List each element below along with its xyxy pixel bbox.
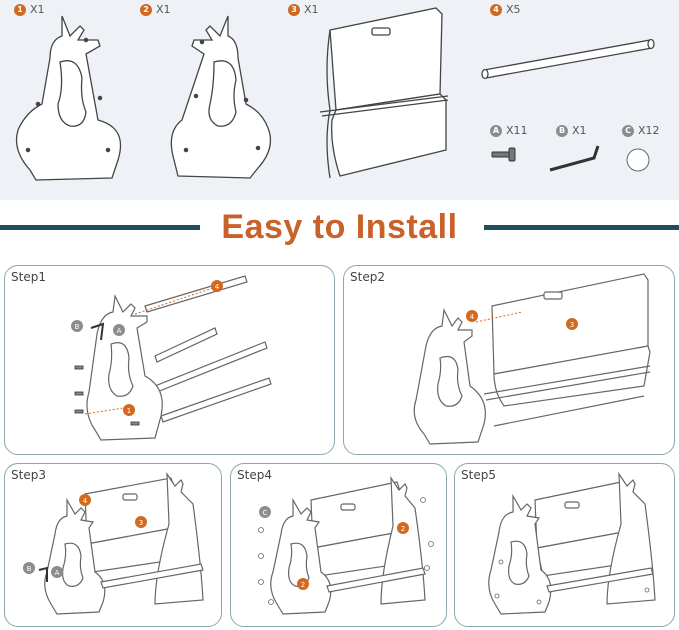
hardware-b-label: B X1 bbox=[556, 124, 587, 137]
part-1-kangaroo-panel bbox=[15, 15, 122, 181]
step-3-marker-4 bbox=[79, 494, 91, 506]
hardware-a-label: A X11 bbox=[490, 124, 528, 137]
part-2-qty: X1 bbox=[156, 3, 171, 16]
step-4-marker-c bbox=[259, 506, 271, 518]
part-4-badge: 4 bbox=[490, 3, 502, 16]
step-1-marker-4 bbox=[211, 280, 223, 292]
step-1-marker-b-text: B bbox=[75, 323, 80, 331]
step-3-panel: Step3 4 3 B A bbox=[4, 463, 222, 627]
part-1-badge: 1 bbox=[14, 3, 26, 16]
part-1-qty: X1 bbox=[30, 3, 45, 16]
step-1-marker-a bbox=[113, 324, 125, 336]
step-1-marker-4-text: 4 bbox=[215, 283, 220, 291]
hardware-a-badge: A bbox=[490, 124, 502, 137]
hardware-b-qty: X1 bbox=[572, 124, 587, 137]
part-4-rod bbox=[481, 38, 655, 80]
step-1-marker-1-text: 1 bbox=[127, 407, 131, 415]
page-title: Easy to Install bbox=[221, 208, 458, 246]
hardware-c-cap bbox=[626, 148, 650, 172]
part-4-qty: X5 bbox=[506, 3, 521, 16]
hardware-c-label: C X12 bbox=[622, 124, 660, 137]
step-4-panel: Step4 C 2 bbox=[230, 463, 447, 627]
part-2-kangaroo-panel bbox=[170, 15, 272, 179]
step-4-label: Step4 bbox=[237, 468, 272, 482]
parts-drawings bbox=[15, 7, 655, 181]
step-3-marker-3-text: 3 bbox=[139, 519, 143, 527]
hardware-b-badge: B bbox=[556, 124, 568, 137]
step-4-marker-2b bbox=[297, 578, 309, 590]
part-2-badge: 2 bbox=[140, 3, 152, 16]
step-1-label: Step1 bbox=[11, 270, 46, 284]
step-1-marker-b bbox=[71, 320, 83, 332]
step-4-marker-2a-text: 2 bbox=[401, 525, 405, 533]
step-2-marker-3 bbox=[566, 318, 578, 330]
part-3-badge: 3 bbox=[288, 3, 300, 16]
step-1-marker-a-text: A bbox=[117, 327, 122, 335]
step-3-marker-b bbox=[23, 562, 35, 574]
hardware-a-qty: X11 bbox=[506, 124, 528, 137]
step-1-drawing: 4 B A 1 bbox=[71, 275, 272, 441]
part-4-label: 4 X5 bbox=[490, 3, 521, 16]
hardware-b-hex-key bbox=[549, 145, 600, 172]
part-1-label: 1 X1 bbox=[14, 3, 45, 16]
step-4-marker-2a bbox=[397, 522, 409, 534]
step-2-drawing: 4 3 bbox=[413, 273, 651, 445]
step-3-marker-b-text: B bbox=[27, 565, 32, 573]
title-row: Easy to Install bbox=[0, 204, 679, 250]
step-2-panel: Step2 4 3 bbox=[343, 265, 675, 455]
step-4-marker-2b-text: 2 bbox=[301, 581, 305, 589]
step-1-marker-1 bbox=[123, 404, 135, 416]
step-5-panel: Step5 bbox=[454, 463, 675, 627]
title-rule-right bbox=[484, 225, 679, 230]
step-4-drawing: C 2 2 bbox=[258, 475, 434, 615]
hardware-c-qty: X12 bbox=[638, 124, 660, 137]
hardware-c-badge: C bbox=[622, 124, 634, 137]
part-2-label: 2 X1 bbox=[140, 3, 171, 16]
step-2-marker-4-text: 4 bbox=[470, 313, 475, 321]
step-1-panel: Step1 4 B A 1 bbox=[4, 265, 335, 455]
step-2-label: Step2 bbox=[350, 270, 385, 284]
step-5-drawing bbox=[488, 471, 656, 615]
step-3-marker-4-text: 4 bbox=[83, 497, 88, 505]
part-3-label: 3 X1 bbox=[288, 3, 319, 16]
parts-list: 1 X1 2 X1 3 X1 4 X5 A X11 B X1 C X12 bbox=[0, 0, 679, 200]
hardware-a-screw bbox=[491, 147, 516, 162]
step-4-marker-c-text: C bbox=[263, 509, 268, 517]
step-2-marker-3-text: 3 bbox=[570, 321, 574, 329]
step-3-marker-a-text: A bbox=[55, 569, 60, 577]
part-3-qty: X1 bbox=[304, 3, 319, 16]
part-3-fabric-sling bbox=[319, 7, 449, 179]
step-3-drawing: 4 3 B A bbox=[23, 471, 204, 615]
step-3-label: Step3 bbox=[11, 468, 46, 482]
step-5-label: Step5 bbox=[461, 468, 496, 482]
step-3-marker-a bbox=[51, 566, 63, 578]
step-3-marker-3 bbox=[135, 516, 147, 528]
title-rule-left bbox=[0, 225, 200, 230]
step-2-marker-4 bbox=[466, 310, 478, 322]
